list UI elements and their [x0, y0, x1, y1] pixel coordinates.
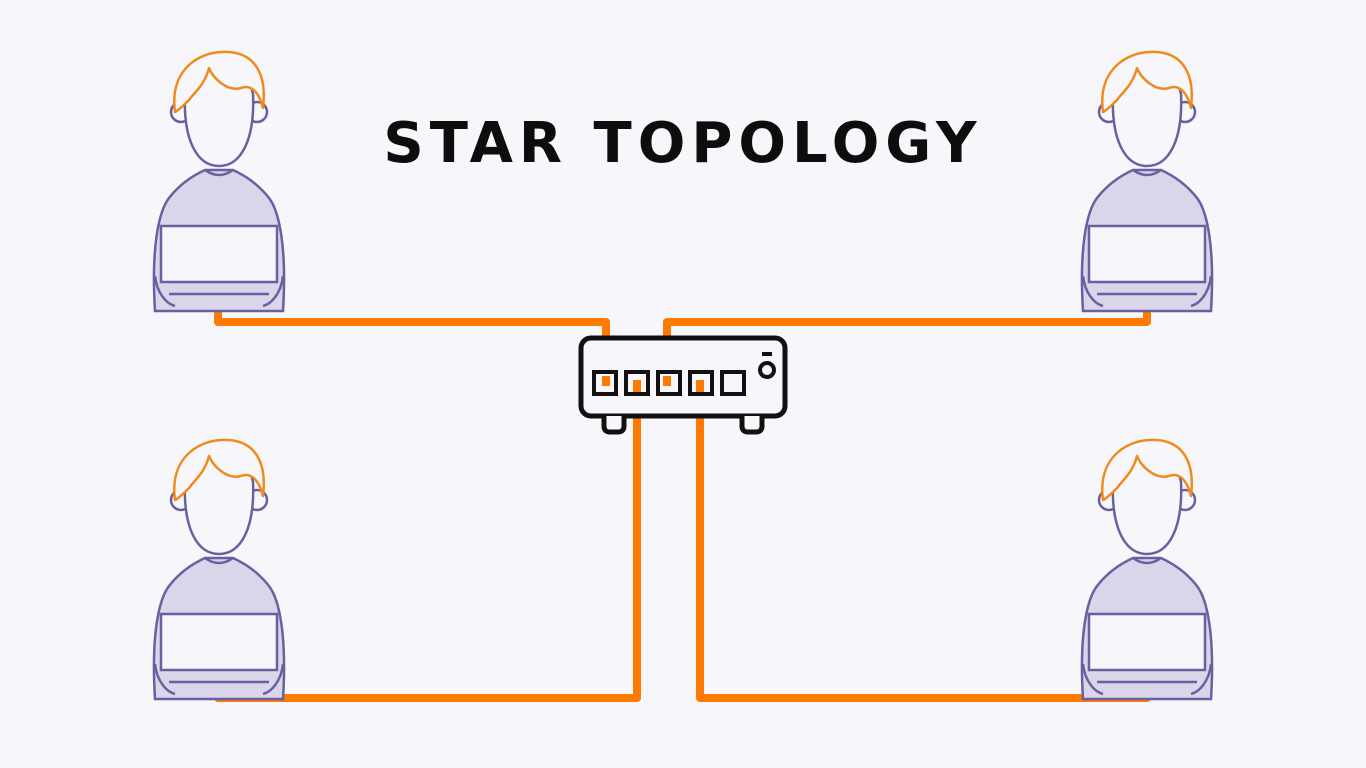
diagram-title: STAR TOPOLOGY — [383, 111, 983, 176]
power-led-icon — [758, 361, 776, 379]
cable-port-ends — [602, 376, 704, 392]
user-with-laptop-icon — [1080, 438, 1214, 701]
user-with-laptop-icon — [1080, 50, 1214, 313]
cable-bottom-right — [696, 384, 1151, 702]
user-with-laptop-icon — [152, 438, 286, 701]
network-switch-icon — [578, 335, 788, 435]
switch-port-5 — [720, 370, 746, 396]
user-with-laptop-icon — [152, 50, 286, 313]
